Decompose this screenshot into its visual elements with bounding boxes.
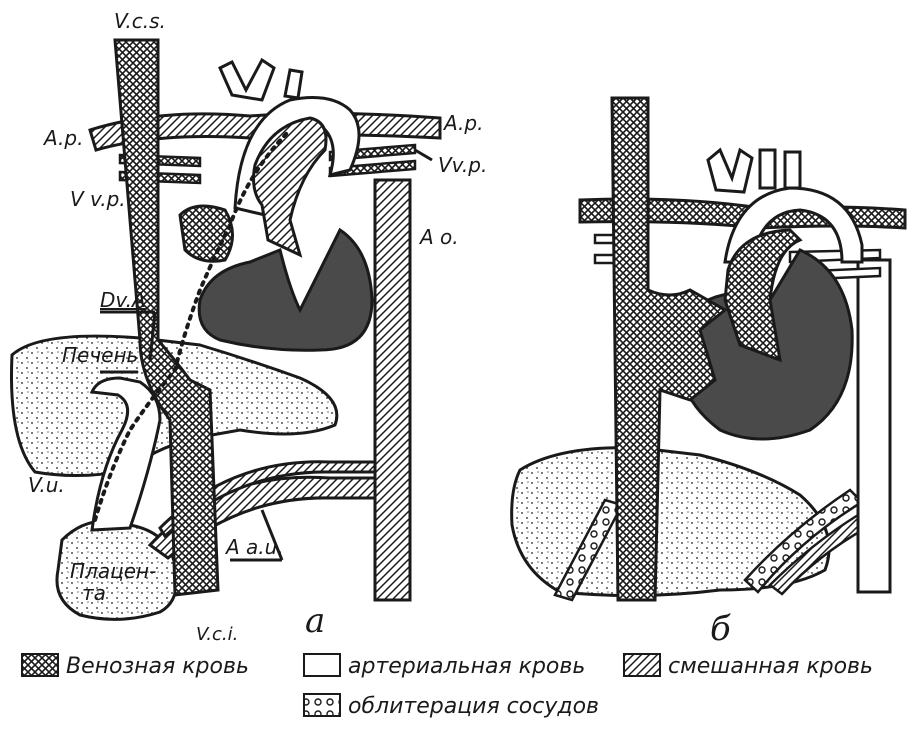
legend: Венозная кровь артериальная кровь смешан…: [22, 654, 873, 719]
legend-arterial: артериальная кровь: [348, 654, 585, 679]
aorta-descending-a: [375, 180, 410, 600]
label-ap-left: A.p.: [42, 126, 83, 150]
label-vvp-right: Vv.p.: [438, 153, 487, 177]
label-ap-right: A.p.: [442, 111, 483, 135]
label-placenta-1: Плацен-: [70, 559, 156, 583]
legend-swatch-mixed: [624, 654, 660, 676]
label-vu: V.u.: [28, 473, 65, 497]
legend-swatch-arterial: [304, 654, 340, 676]
panel-b: б: [512, 98, 905, 649]
panel-a: V.c.s. A.p. A.p. V v.p. Vv.p. A o. Dv.A …: [11, 9, 487, 645]
label-dva: Dv.A: [100, 288, 146, 312]
legend-swatch-obliteration: [304, 694, 340, 716]
label-ao: A o.: [418, 225, 459, 249]
label-vcs: V.c.s.: [114, 9, 166, 33]
label-vvp-left: V v.p.: [70, 187, 126, 211]
legend-mixed: смешанная кровь: [668, 654, 873, 679]
aorta-descending-b: [858, 260, 890, 592]
label-vci: V.c.i.: [196, 624, 238, 645]
panel-a-letter: а: [305, 601, 325, 641]
label-aau: A a.u.: [224, 535, 284, 559]
label-placenta-2: та: [82, 581, 106, 605]
legend-swatch-venous: [22, 654, 58, 676]
panel-b-letter: б: [710, 609, 731, 649]
label-liver: Печень: [62, 343, 138, 367]
legend-obliteration: облитерация сосудов: [348, 694, 599, 719]
legend-venous: Венозная кровь: [66, 654, 249, 679]
